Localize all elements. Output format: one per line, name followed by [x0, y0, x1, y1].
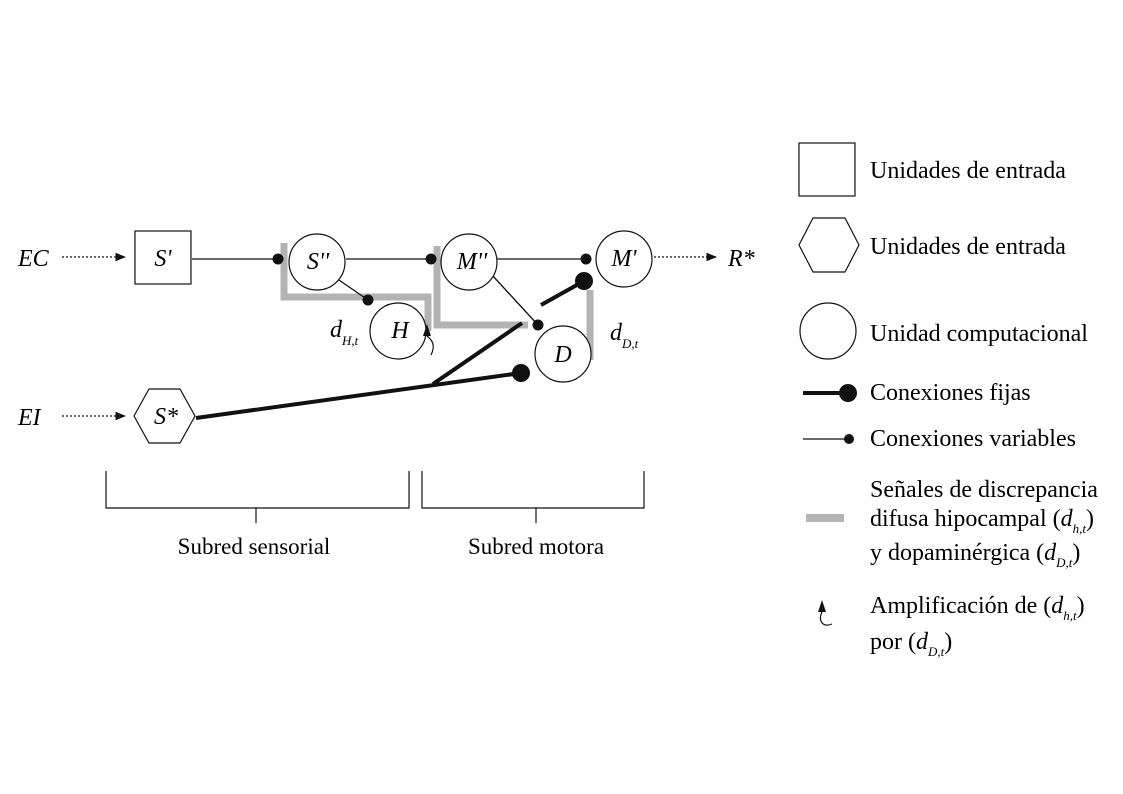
h-label: H	[390, 318, 410, 344]
circle-icon	[799, 302, 857, 360]
amplification-legend-icon	[818, 600, 833, 626]
legend-label: Conexiones fijas	[870, 380, 1031, 406]
legend-label: Unidades de entrada	[870, 234, 1066, 260]
dopaminergic-signal-path	[433, 246, 528, 329]
synapse-large-dot	[512, 364, 530, 382]
fixed-connection-icon	[803, 384, 857, 402]
synapse-dot	[532, 319, 544, 331]
synapse-dot	[362, 294, 374, 306]
discrepancy-legend-line1: Señales de discrepancia	[870, 477, 1098, 503]
s-star-to-d-connection	[195, 371, 522, 420]
s-star-node	[133, 388, 196, 444]
nodes	[133, 230, 653, 444]
legend-label: Unidad computacional	[870, 321, 1088, 347]
m-prime-label: M'	[610, 246, 637, 272]
motor-bracket	[421, 471, 645, 523]
variable-connections	[192, 258, 586, 326]
s-double-node	[288, 233, 346, 291]
io-arrows	[62, 252, 718, 421]
discrepancy-legend-line3: y dopaminérgica (dD,t)	[870, 540, 1080, 570]
legend-label: Unidades de entrada	[870, 158, 1066, 184]
variable-connection-icon	[803, 434, 854, 444]
variable-connection-dots	[272, 253, 592, 331]
ei-label: EI	[17, 405, 42, 431]
motor-subnet-label: Subred motora	[468, 534, 604, 559]
synapse-large-dot	[575, 272, 593, 290]
m-double-label: M''	[456, 249, 488, 275]
hippocampal-signal-label: dH,t	[330, 317, 359, 348]
discrepancy-legend-line2: difusa hipocampal (dh,t)	[870, 506, 1094, 536]
sensory-bracket	[105, 471, 410, 523]
s-star-label: S*	[154, 404, 178, 430]
hexagon-icon	[798, 217, 860, 273]
m-double-node	[440, 233, 498, 291]
d-label: D	[553, 342, 571, 368]
amplification-arrow-icon	[423, 324, 434, 356]
dopaminergic-signal-label: dD,t	[610, 320, 639, 351]
s-prime-node	[134, 230, 192, 285]
d-branch-connection	[431, 321, 524, 386]
s-double-label: S''	[307, 249, 330, 275]
legend: Unidades de entrada Unidades de entrada …	[798, 142, 1098, 659]
group-brackets	[105, 471, 645, 523]
amplification-legend-line2: por (dD,t)	[870, 629, 952, 659]
d-node	[534, 325, 592, 383]
s-prime-label: S'	[154, 246, 172, 272]
m-double-to-d-connection	[491, 274, 539, 326]
sensory-subnet-label: Subred sensorial	[178, 534, 331, 559]
node-labels: S' S'' H M'' M' D S*	[154, 246, 637, 430]
synapse-dot	[425, 253, 437, 265]
ec-label: EC	[17, 246, 50, 272]
synapse-dot	[272, 253, 284, 265]
fixed-connection-dots	[512, 272, 593, 382]
synapse-dot	[580, 253, 592, 265]
m-prime-node	[595, 230, 653, 288]
square-icon	[798, 142, 856, 197]
output-label: R*	[727, 246, 755, 272]
amplification-legend-line1: Amplificación de (dh,t)	[870, 593, 1085, 623]
hippocampal-signal-path	[280, 243, 432, 331]
s-double-to-h-connection	[335, 277, 369, 301]
legend-label: Conexiones variables	[870, 426, 1076, 452]
